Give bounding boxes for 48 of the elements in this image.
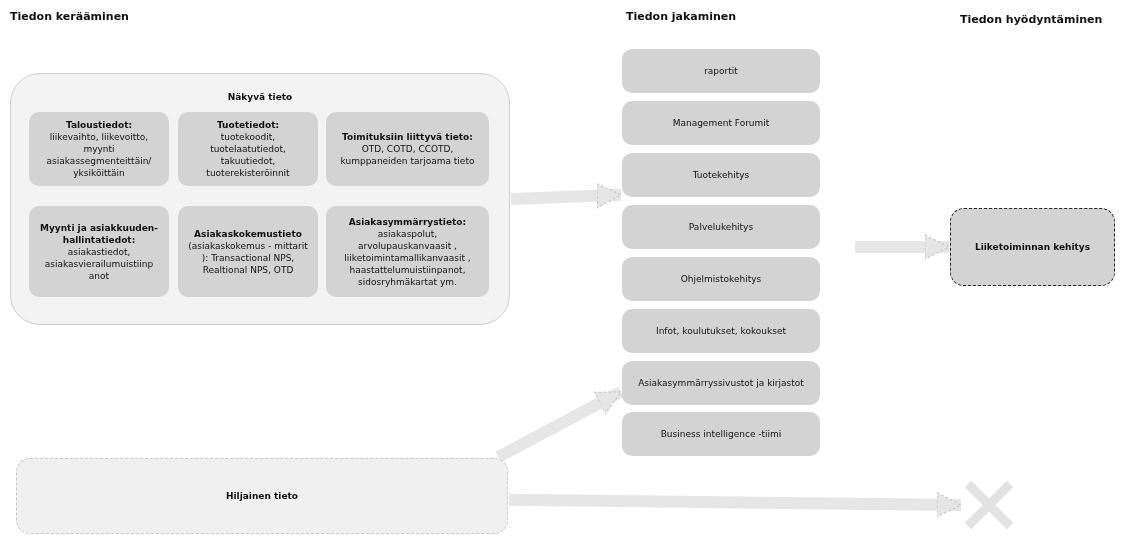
box-text: Hiljainen tieto (226, 490, 298, 502)
category-card (326, 206, 489, 297)
group-panel (10, 73, 510, 325)
tacit-knowledge-box (16, 458, 508, 534)
goal-box (950, 208, 1115, 286)
block-arrow (855, 234, 950, 260)
box-text: Liiketoiminnan kehitys (974, 241, 1091, 253)
box-text: Asiakasymmärryssivustot ja kirjastot (638, 377, 804, 389)
block-arrow (510, 183, 622, 209)
channel-box (622, 49, 820, 93)
card-body: (asiakaskokemus - mittarit ): Transactional NPS, Realtional NPS, OTD (187, 239, 309, 276)
box-text: Ohjelmistokehitys (680, 273, 762, 285)
channel-box (622, 205, 820, 249)
channel-box (622, 309, 820, 353)
box-text: Management Forumit (672, 117, 770, 129)
card-heading: Asiakasymmärrystieto: (348, 215, 467, 228)
channel-box (622, 101, 820, 145)
category-card (178, 112, 318, 186)
block-arrow (495, 386, 624, 463)
channel-box (622, 412, 820, 456)
card-heading: Tuotetiedot: (216, 119, 280, 131)
column-heading: Tiedon jakaminen (626, 10, 737, 23)
category-card (29, 112, 169, 186)
card-heading: Toimituksiin liittyvä tieto: (342, 131, 473, 143)
card-heading: Myynti ja asiakkuuden- hallintatiedot: (39, 221, 159, 246)
column-heading: Tiedon kerääminen (10, 10, 129, 23)
channel-box (622, 361, 820, 405)
channel-box (622, 153, 820, 197)
card-body: OTD, COTD, CCOTD, kumppaneiden tarjoama tieto (339, 143, 476, 167)
group-title: Näkyvä tieto (227, 92, 293, 102)
card-heading: Taloustiedot: (65, 119, 133, 131)
card-body: liikevaihto, liikevoitto, myynti asiakassegmenteittäin/ yksiköittäin (45, 131, 153, 179)
block-arrow (508, 492, 962, 518)
card-body: asiakaspolut, arvolupauskanvaasit , liiketoimintamallikanvaasit , haastattelumuistiinpanot, sidosryhmäkartat ym. (343, 227, 472, 288)
card-body: asiakastiedot, asiakasvierailumuistiinp anot (43, 245, 155, 282)
cross-mark (962, 478, 1016, 532)
category-card (178, 206, 318, 297)
box-text: raportit (704, 65, 738, 77)
card-body: tuotekoodit, tuotelaatutiedot, takuutiedot, tuoterekisteröinnit (205, 131, 291, 179)
card-heading: Asiakaskokemustieto (194, 227, 302, 240)
box-text: Business intelligence -tiimi (660, 428, 782, 440)
box-text: Palvelukehitys (688, 221, 754, 233)
box-text: Infot, koulutukset, kokoukset (656, 325, 786, 337)
category-card (29, 206, 169, 297)
category-card (326, 112, 489, 186)
box-text: Tuotekehitys (692, 169, 750, 181)
channel-box (622, 257, 820, 301)
column-heading: Tiedon hyödyntäminen (960, 13, 1103, 26)
